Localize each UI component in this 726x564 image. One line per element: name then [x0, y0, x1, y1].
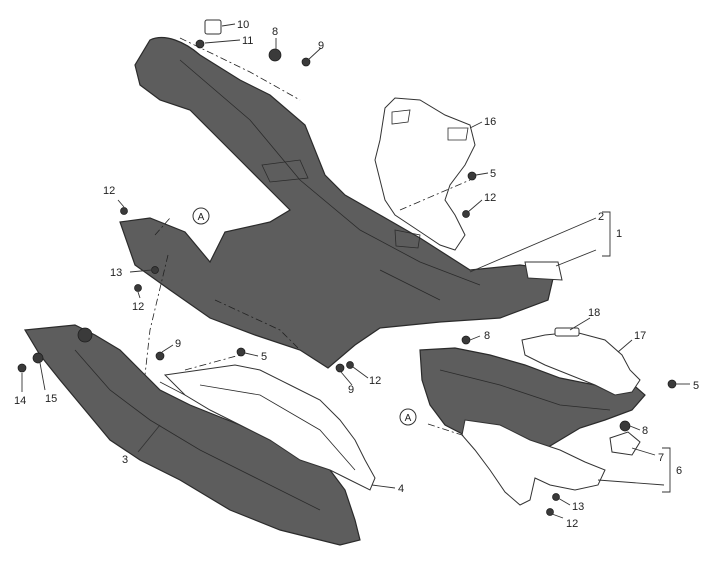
- reference-label-a-lower: A: [405, 413, 412, 424]
- leader-lines: [21, 23, 690, 519]
- reference-circle-a-upper: [192, 207, 210, 225]
- callout-12-left-lower: 12: [132, 301, 144, 313]
- screw-13-lower-right: [552, 493, 560, 501]
- callout-15: 15: [45, 393, 57, 405]
- screw-5-right: [667, 379, 677, 389]
- callout-3: 3: [122, 454, 128, 466]
- fastener-group: [17, 19, 677, 516]
- screw-14: [17, 363, 27, 373]
- callout-9-mid: 9: [175, 338, 181, 350]
- callout-8-top: 8: [272, 26, 278, 38]
- callout-8-right: 8: [484, 330, 490, 342]
- callout-9-center: 9: [348, 384, 354, 396]
- screw-12-upper-right: [462, 210, 470, 218]
- callout-5-right: 5: [693, 380, 699, 392]
- callout-11: 11: [242, 35, 253, 47]
- lower-left-fairing-crease: [74, 349, 321, 511]
- inner-bracket-slot-a: [391, 109, 411, 125]
- callout-12-left: 12: [103, 185, 115, 197]
- callout-4: 4: [398, 483, 404, 495]
- inner-bracket-slot-b: [447, 127, 469, 141]
- assembly-line-center: [184, 354, 241, 371]
- callout-14: 14: [14, 395, 26, 407]
- assembly-line-mid: [214, 299, 301, 351]
- callout-17: 17: [634, 330, 646, 342]
- right-inner-panel: [521, 331, 641, 396]
- nut-11: [195, 39, 205, 49]
- washer-15: [32, 352, 44, 364]
- clip-10: [204, 19, 222, 35]
- upper-fairing-vent: [261, 159, 309, 183]
- screw-5-mid: [236, 347, 246, 357]
- inner-bracket-panel: [374, 97, 476, 251]
- assembly-line-bracket: [399, 179, 471, 211]
- lower-left-fairing-mount: [77, 327, 93, 343]
- lower-inner-panel: [163, 364, 376, 491]
- callout-16: 16: [484, 116, 496, 128]
- assembly-line-top: [179, 37, 301, 101]
- callout-5-upper: 5: [490, 168, 496, 180]
- upper-fairing-part: [119, 36, 556, 369]
- callout-13-lower-right: 13: [572, 501, 584, 513]
- reference-label-a-upper: A: [198, 212, 205, 223]
- callout-12-center: 12: [369, 375, 381, 387]
- callout-7: 7: [658, 452, 664, 464]
- upper-fairing-crease: [179, 59, 481, 286]
- callout-12-upper-right: 12: [484, 192, 496, 204]
- callout-13-left: 13: [110, 267, 122, 279]
- screw-9-mid: [155, 351, 165, 361]
- upper-fairing-logo-line: [379, 269, 441, 301]
- screw-12-left-lower: [134, 284, 142, 292]
- upper-fairing-bracket: [394, 229, 421, 249]
- grommet-8-lower-right: [619, 420, 631, 432]
- screw-12-center: [346, 361, 354, 369]
- callout-6: 6: [676, 465, 682, 477]
- callout-9-top: 9: [318, 40, 324, 52]
- screw-9-center: [335, 363, 345, 373]
- lower-inner-panel-detail: [199, 384, 356, 471]
- small-cover-plate: [609, 431, 641, 456]
- callout-labels: 10 11 8 9 16 5 12 2 1 12 13 12 9 5 9 12 …: [14, 19, 699, 530]
- right-lower-fairing-crease: [439, 369, 611, 411]
- callout-5-mid: 5: [261, 351, 267, 363]
- screw-13-left: [151, 266, 159, 274]
- callout-10: 10: [237, 19, 249, 31]
- reference-circle-a-lower: [399, 408, 417, 426]
- assembly-line-a-lower: [427, 423, 466, 437]
- callout-18: 18: [588, 307, 600, 319]
- right-lower-bracket: [461, 419, 606, 506]
- grommet-8-top: [268, 48, 282, 62]
- callout-8-lower-right: 8: [642, 425, 648, 437]
- screw-12-lower-right: [546, 508, 554, 516]
- assembly-line-a-upper: [154, 217, 171, 236]
- callout-12-lower-right: 12: [566, 518, 578, 530]
- rubber-seal: [554, 327, 580, 337]
- assembly-line-left: [144, 254, 169, 376]
- upper-fairing-front-tab: [524, 261, 563, 281]
- callout-2: 2: [598, 211, 604, 223]
- lower-left-fairing: [23, 324, 361, 546]
- screw-12-left: [120, 207, 128, 215]
- callout-1: 1: [616, 228, 622, 240]
- grommet-8-right: [461, 335, 471, 345]
- screw-5-upper: [467, 171, 477, 181]
